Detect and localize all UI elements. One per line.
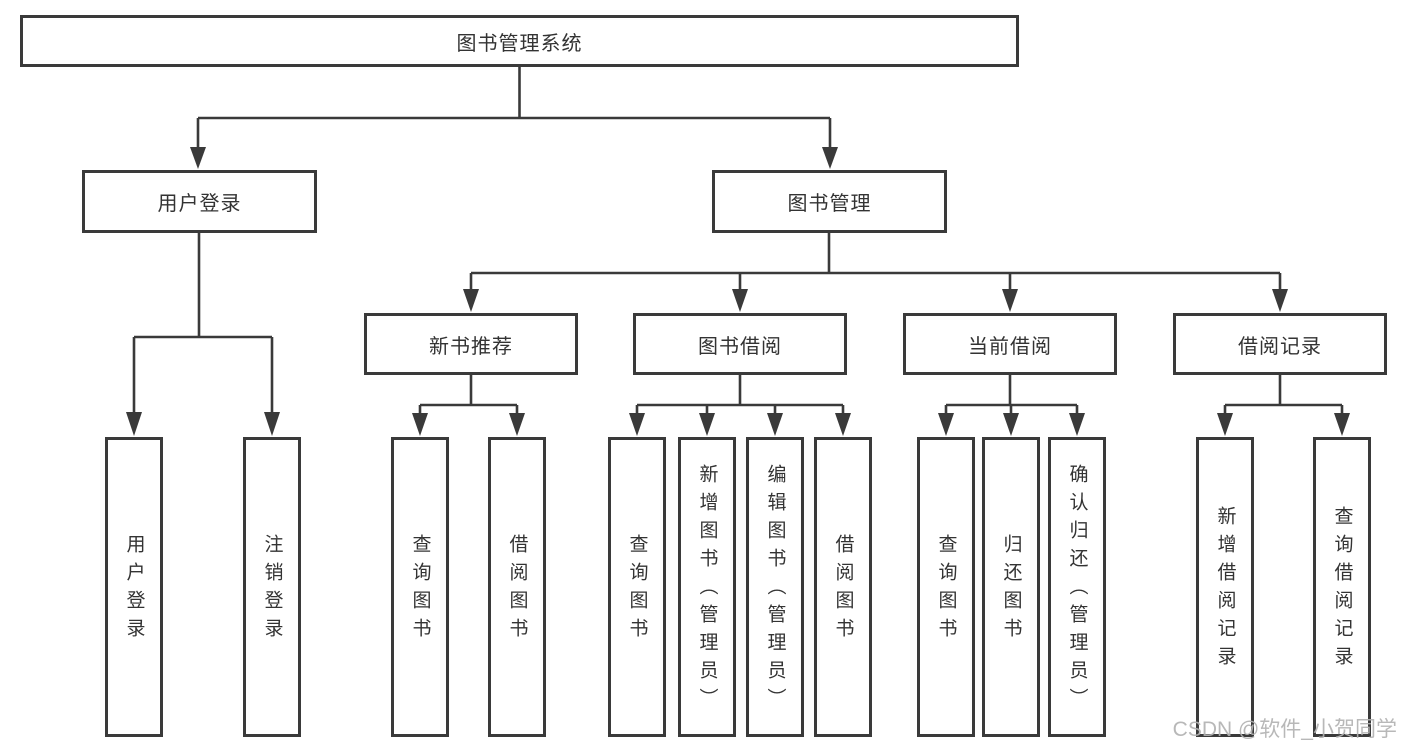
leaf-records-add-borrow-record: 新增借阅记录	[1196, 437, 1254, 737]
leaf-current-confirm-return-admin: 确认归还（管理员）	[1048, 437, 1106, 737]
node-book-management: 图书管理	[712, 170, 947, 233]
leaf-borrow-add-book-admin: 新增图书（管理员）	[678, 437, 736, 737]
leaf-records-query-borrow-record: 查询借阅记录	[1313, 437, 1371, 737]
node-user-login: 用户登录	[82, 170, 317, 233]
leaf-newbooks-borrow-books: 借阅图书	[488, 437, 546, 737]
arrowhead-icons	[126, 147, 1350, 436]
leaf-user-login: 用户登录	[105, 437, 163, 737]
csdn-watermark: CSDN @软件_小贺同学	[1172, 718, 1397, 741]
node-current-borrowing: 当前借阅	[903, 313, 1117, 375]
node-root-system: 图书管理系统	[20, 15, 1019, 67]
leaf-borrow-borrow-books: 借阅图书	[814, 437, 872, 737]
leaf-borrow-query-books: 查询图书	[608, 437, 666, 737]
node-new-book-recommend: 新书推荐	[364, 313, 578, 375]
node-book-borrowing: 图书借阅	[633, 313, 847, 375]
leaf-logout: 注销登录	[243, 437, 301, 737]
leaf-newbooks-query-books: 查询图书	[391, 437, 449, 737]
node-borrowing-records: 借阅记录	[1173, 313, 1387, 375]
leaf-borrow-edit-book-admin: 编辑图书（管理员）	[746, 437, 804, 737]
leaf-current-return-books: 归还图书	[982, 437, 1040, 737]
leaf-current-query-books: 查询图书	[917, 437, 975, 737]
